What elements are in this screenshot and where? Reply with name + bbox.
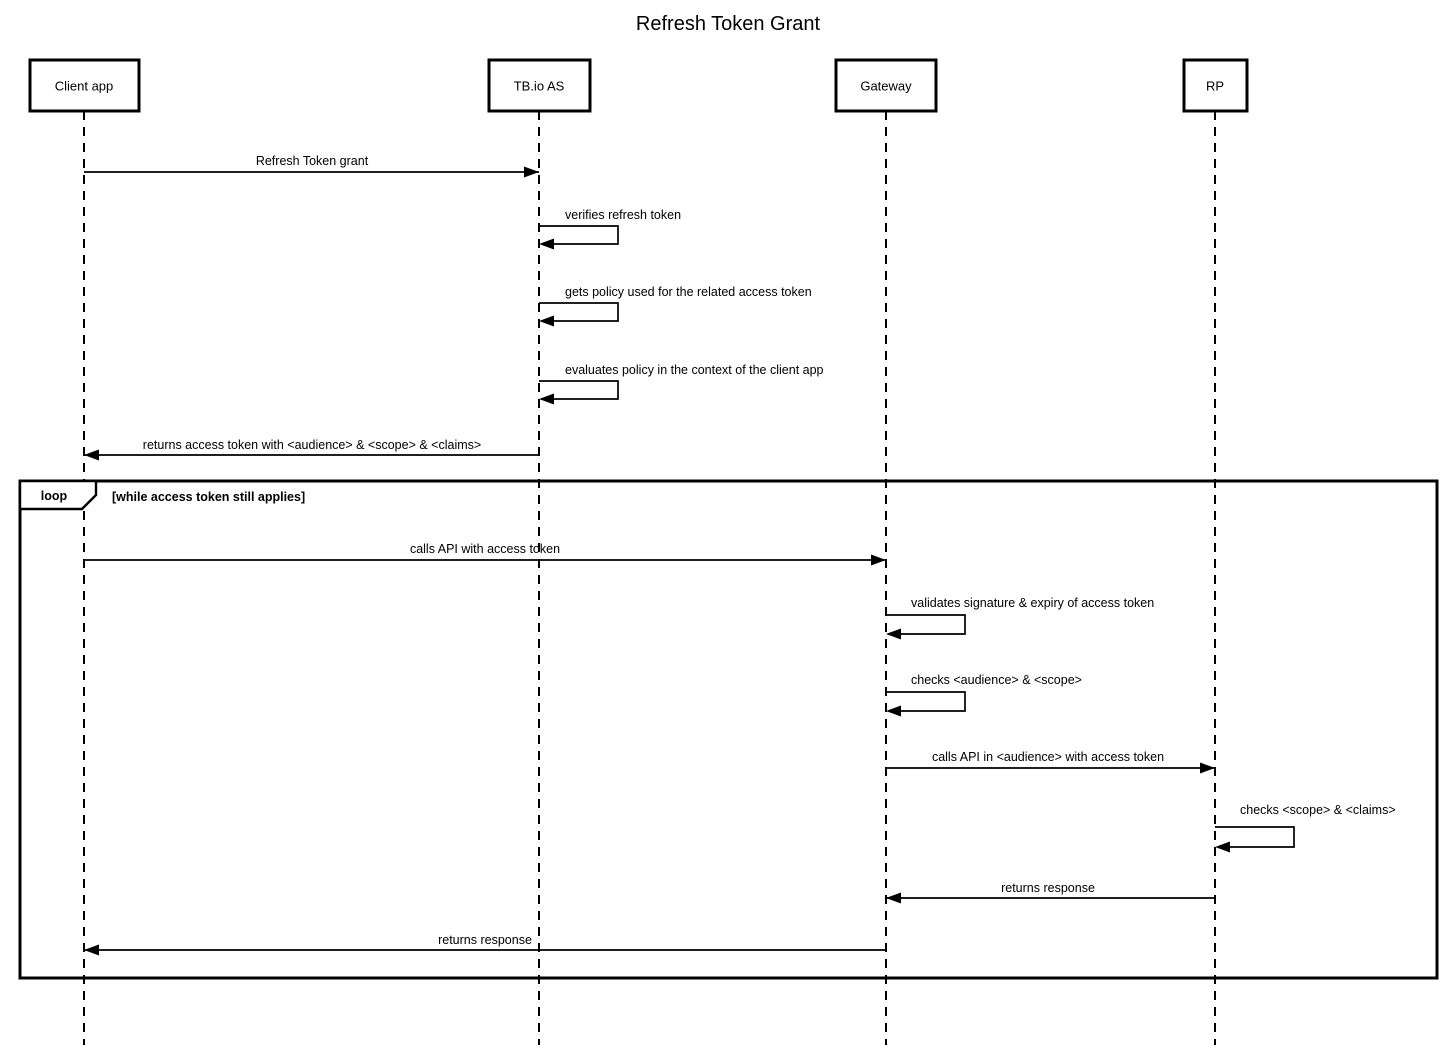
message-label: checks <audience> & <scope> xyxy=(911,673,1082,687)
message-label: returns response xyxy=(1001,881,1095,895)
participant-label-as: TB.io AS xyxy=(514,79,565,94)
message-10: returns response xyxy=(886,881,1215,904)
message-label: gets policy used for the related access … xyxy=(565,285,812,299)
self-message-path xyxy=(539,302,619,322)
arrowhead-left-icon xyxy=(539,238,554,250)
arrowhead-left-icon xyxy=(84,944,99,956)
self-message-path xyxy=(1215,826,1295,848)
message-4: returns access token with <audience> & <… xyxy=(84,438,539,461)
participant-label-rp: RP xyxy=(1206,79,1224,94)
message-3: evaluates policy in the context of the c… xyxy=(539,363,824,405)
message-label: checks <scope> & <claims> xyxy=(1240,803,1396,817)
arrowhead-right-icon xyxy=(1200,762,1215,774)
message-label: calls API in <audience> with access toke… xyxy=(932,750,1164,764)
arrowhead-left-icon xyxy=(886,892,901,904)
message-label: Refresh Token grant xyxy=(256,154,369,168)
message-5: calls API with access token xyxy=(84,542,886,566)
message-label: evaluates policy in the context of the c… xyxy=(565,363,824,377)
message-8: calls API in <audience> with access toke… xyxy=(886,750,1215,774)
loop-guard-condition: [while access token still applies] xyxy=(112,490,305,504)
message-label: verifies refresh token xyxy=(565,208,681,222)
participant-rp[interactable]: RP xyxy=(1182,58,1249,113)
diagram-title-group: Refresh Token Grant xyxy=(636,13,821,35)
page-title: Refresh Token Grant xyxy=(636,13,821,35)
arrowhead-left-icon xyxy=(886,705,901,717)
participant-box-rp[interactable] xyxy=(1182,58,1249,113)
participant-box-client[interactable] xyxy=(28,58,141,113)
participant-label-client: Client app xyxy=(55,79,114,94)
message-6: validates signature & expiry of access t… xyxy=(886,596,1154,640)
participant-box-gateway[interactable] xyxy=(834,58,938,113)
message-label: returns response xyxy=(438,933,532,947)
arrowhead-left-icon xyxy=(1215,841,1230,853)
message-2: gets policy used for the related access … xyxy=(539,285,812,327)
message-label: validates signature & expiry of access t… xyxy=(911,596,1154,610)
lifelines-group xyxy=(83,111,1216,1045)
arrowhead-right-icon xyxy=(524,166,539,178)
self-message-path xyxy=(886,691,966,712)
messages-group: Refresh Token grant verifies refresh toke… xyxy=(84,154,1396,956)
arrowhead-left-icon xyxy=(539,315,554,327)
loop-fragment: loop [while access token still applies] xyxy=(18,479,1439,980)
loop-fragment-group: loop [while access token still applies] xyxy=(18,479,1439,980)
message-9: checks <scope> & <claims> xyxy=(1215,803,1396,853)
loop-tab-label: loop xyxy=(41,489,68,503)
message-11: returns response xyxy=(84,933,886,956)
message-label: calls API with access token xyxy=(410,542,560,556)
message-0: Refresh Token grant xyxy=(84,154,539,178)
message-1: verifies refresh token xyxy=(539,208,681,250)
participant-box-as[interactable] xyxy=(487,58,592,113)
participant-client[interactable]: Client app xyxy=(28,58,141,113)
arrowhead-right-icon xyxy=(871,554,886,566)
self-message-path xyxy=(539,380,619,400)
participant-as[interactable]: TB.io AS xyxy=(487,58,592,113)
participant-label-gateway: Gateway xyxy=(860,79,912,94)
participants-group: Client app TB.io AS Gateway RP xyxy=(28,58,1249,113)
arrowhead-left-icon xyxy=(539,393,554,405)
arrowhead-left-icon xyxy=(886,628,901,640)
loop-tab-shape xyxy=(18,479,98,511)
participant-gateway[interactable]: Gateway xyxy=(834,58,938,113)
loop-fragment-border xyxy=(18,479,1439,980)
arrowhead-left-icon xyxy=(84,449,99,461)
self-message-path xyxy=(886,614,966,635)
self-message-path xyxy=(539,225,619,245)
message-7: checks <audience> & <scope> xyxy=(886,673,1082,717)
message-label: returns access token with <audience> & <… xyxy=(143,438,481,452)
